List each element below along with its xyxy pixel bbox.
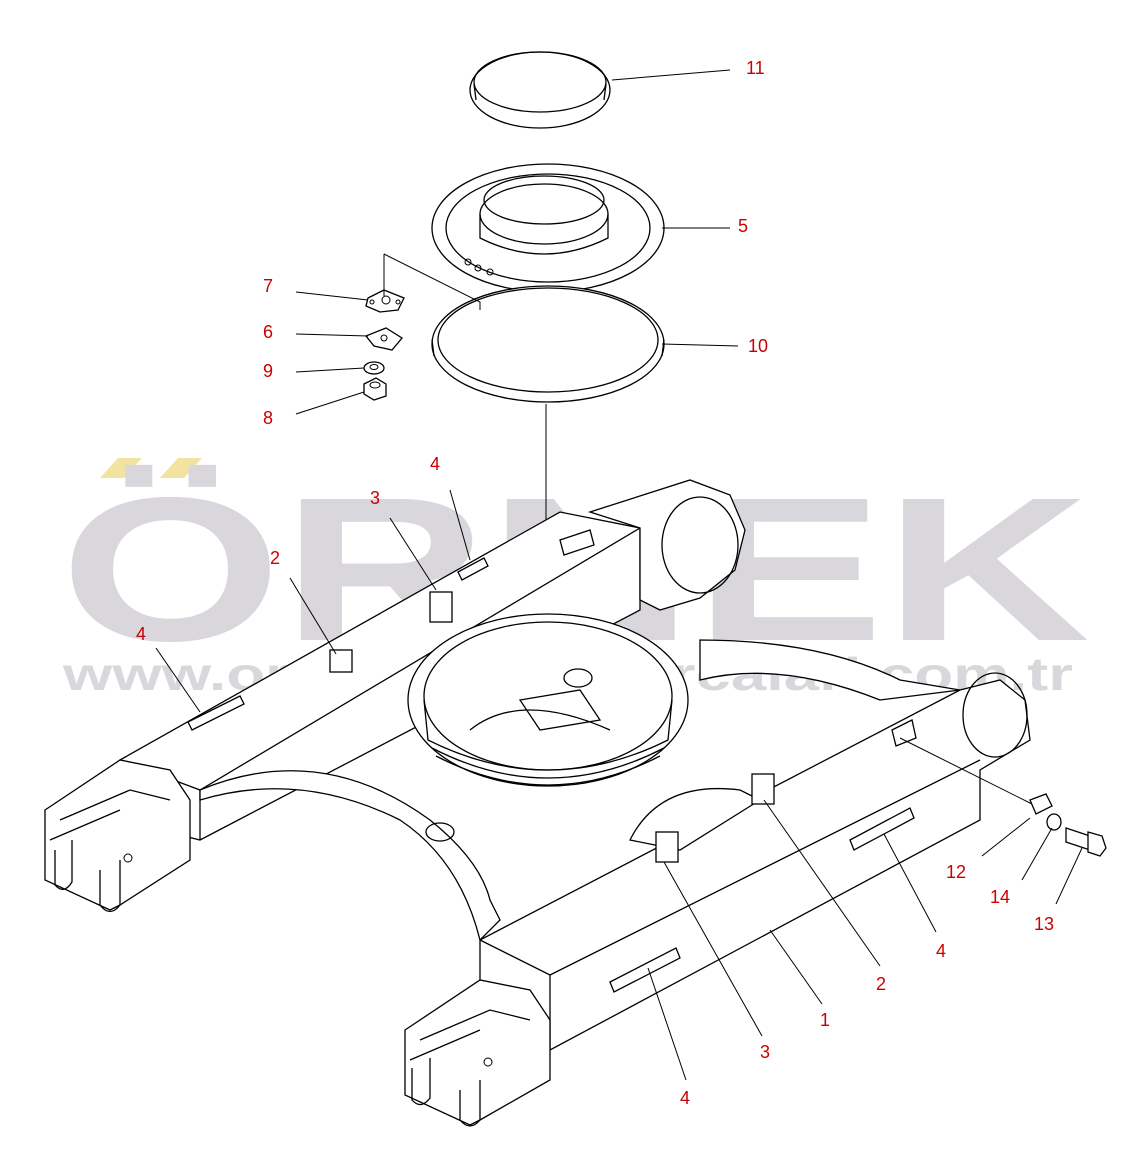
washer-part-9 xyxy=(363,361,385,375)
callout-4-left: 4 xyxy=(136,624,146,644)
callout-3-bottom: 3 xyxy=(760,1042,770,1062)
callout-labels: 11 5 10 7 6 9 8 4 3 2 4 12 14 13 4 2 1 3… xyxy=(136,58,1054,1108)
callout-4-top: 4 xyxy=(430,454,440,474)
callout-5: 5 xyxy=(738,216,748,236)
seal-part-5 xyxy=(431,163,665,293)
nut-part-8 xyxy=(363,377,387,401)
watermark-accent-right xyxy=(160,458,202,478)
callout-4-bottom: 4 xyxy=(680,1088,690,1108)
watermark-accent-left xyxy=(100,458,142,478)
callout-14: 14 xyxy=(990,887,1010,907)
ring-part-11 xyxy=(469,51,611,129)
callout-1: 1 xyxy=(820,1010,830,1030)
callout-2-bottom: 2 xyxy=(876,974,886,994)
callout-10: 10 xyxy=(748,336,768,356)
callout-12: 12 xyxy=(946,862,966,882)
callout-4-right: 4 xyxy=(936,941,946,961)
track-frame-part-1 xyxy=(44,479,1031,1127)
callout-9: 9 xyxy=(263,361,273,381)
callout-2-top: 2 xyxy=(270,548,280,568)
callout-11: 11 xyxy=(746,58,765,78)
plate-part-12 xyxy=(1029,793,1053,815)
callout-3-top: 3 xyxy=(370,488,380,508)
plate-part-6 xyxy=(364,327,403,351)
bolt-part-13 xyxy=(1065,827,1107,857)
callout-13: 13 xyxy=(1034,914,1054,934)
connector-bracket xyxy=(383,253,481,310)
leader-lines xyxy=(155,69,1083,1081)
ring-part-10 xyxy=(431,285,665,403)
callout-6: 6 xyxy=(263,322,273,342)
washer-part-14 xyxy=(1046,813,1062,831)
callout-8: 8 xyxy=(263,408,273,428)
plate-part-7 xyxy=(365,289,405,313)
callout-7: 7 xyxy=(263,276,273,296)
